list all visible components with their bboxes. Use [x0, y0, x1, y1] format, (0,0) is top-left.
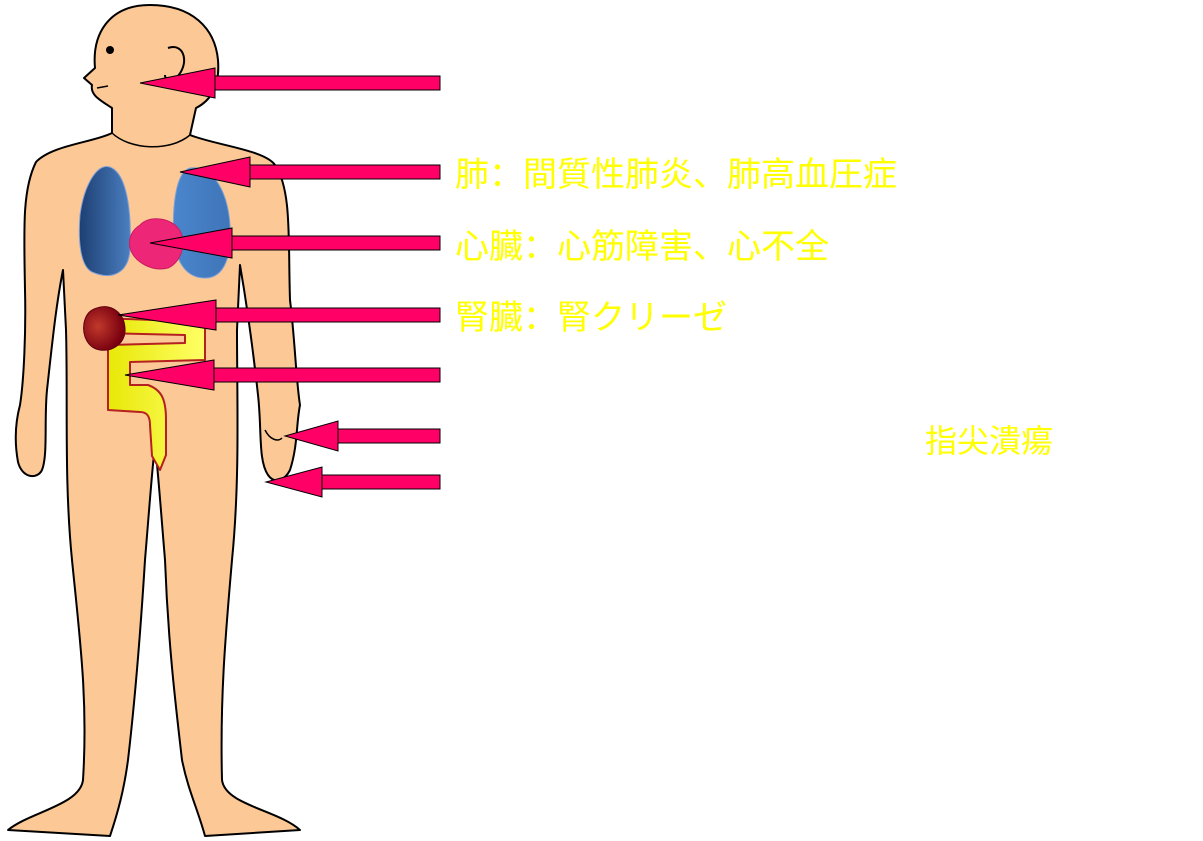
arrow-lung: [179, 156, 441, 188]
arrow-hand: [283, 420, 441, 452]
arrow-mouth: [139, 67, 441, 99]
label-heart: 心臓：心筋障害、心不全: [455, 227, 829, 267]
arrow-finger: [264, 466, 441, 498]
label-lung: 肺：間質性肺炎、肺高血圧症: [455, 155, 897, 195]
arrow-intestine: [124, 359, 441, 391]
label-finger-ulcer: 指尖潰瘍: [925, 422, 1054, 460]
mouth: [96, 85, 109, 89]
lung-left: [78, 166, 131, 276]
pointer-arrows: [117, 67, 441, 498]
arrow-heart: [149, 227, 441, 259]
eye: [106, 46, 114, 54]
hand-line: [264, 429, 283, 441]
kidney: [83, 306, 126, 351]
label-kidney: 腎臓：腎クリーゼ: [455, 298, 727, 338]
arrow-kidney: [117, 299, 441, 331]
collar-line: [111, 132, 191, 148]
intestine: [99, 317, 206, 471]
